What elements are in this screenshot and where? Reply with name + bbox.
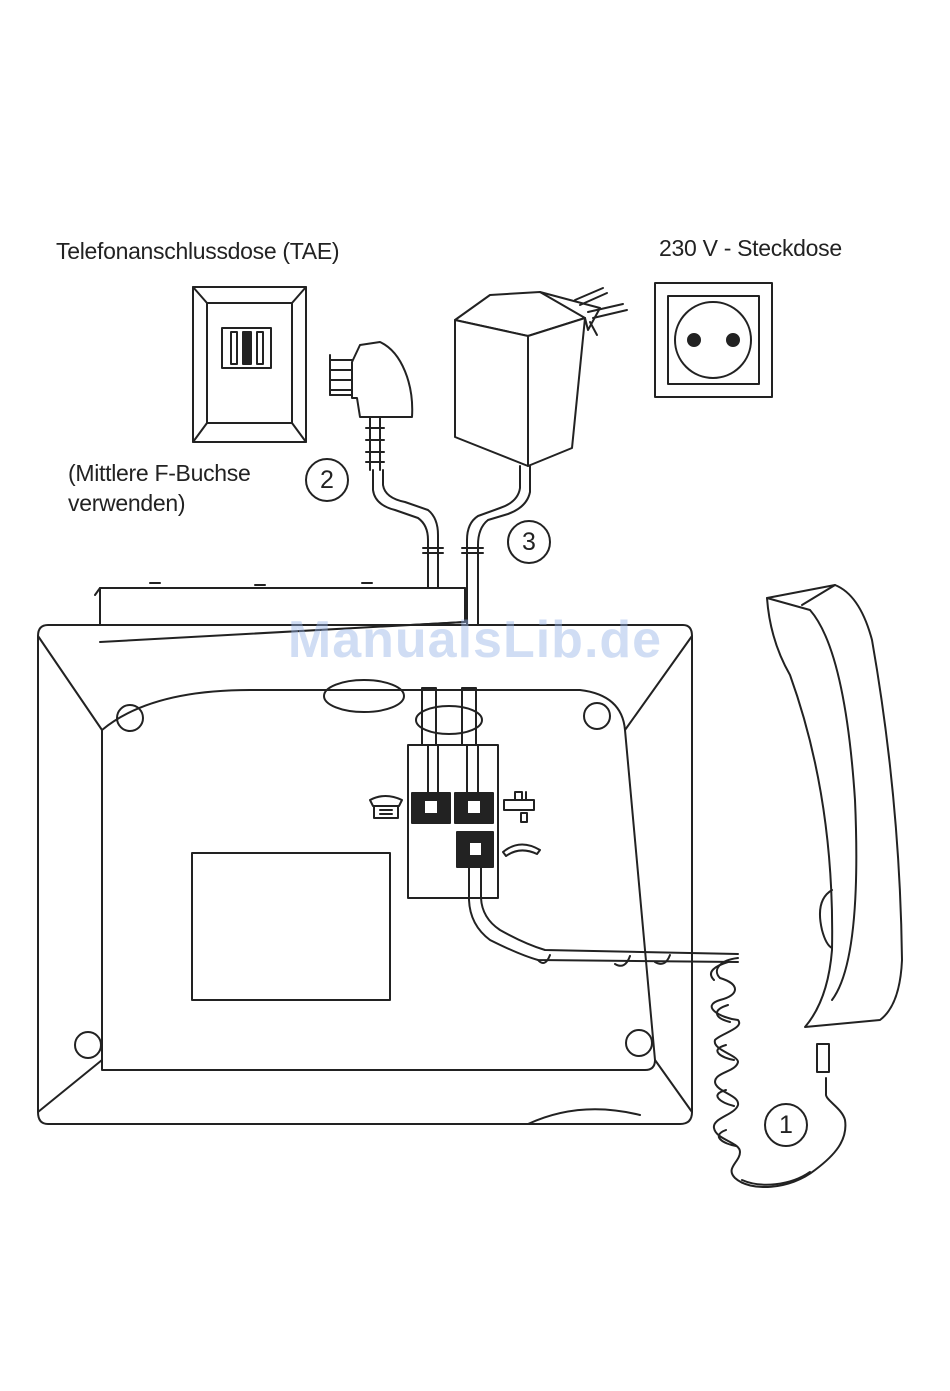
- f-socket-note-line2: verwenden): [68, 488, 288, 518]
- power-wall-socket: [655, 283, 772, 397]
- tae-plug: [330, 342, 412, 470]
- tae-wall-socket: [193, 287, 306, 442]
- power-adapter: [455, 288, 627, 466]
- step-1-marker: 1: [764, 1103, 808, 1147]
- power-socket-label: 230 V - Steckdose: [659, 233, 842, 263]
- watermark: ManualsLib.de: [0, 610, 950, 670]
- step-3-marker: 3: [507, 520, 551, 564]
- step-2-marker: 2: [305, 458, 349, 502]
- f-socket-note: (Mittlere F-Buchse verwenden): [68, 458, 288, 518]
- tae-socket-label: Telefonanschlussdose (TAE): [56, 236, 339, 266]
- f-socket-note-line1: (Mittlere F-Buchse: [68, 458, 288, 488]
- cable-ties: [423, 548, 483, 553]
